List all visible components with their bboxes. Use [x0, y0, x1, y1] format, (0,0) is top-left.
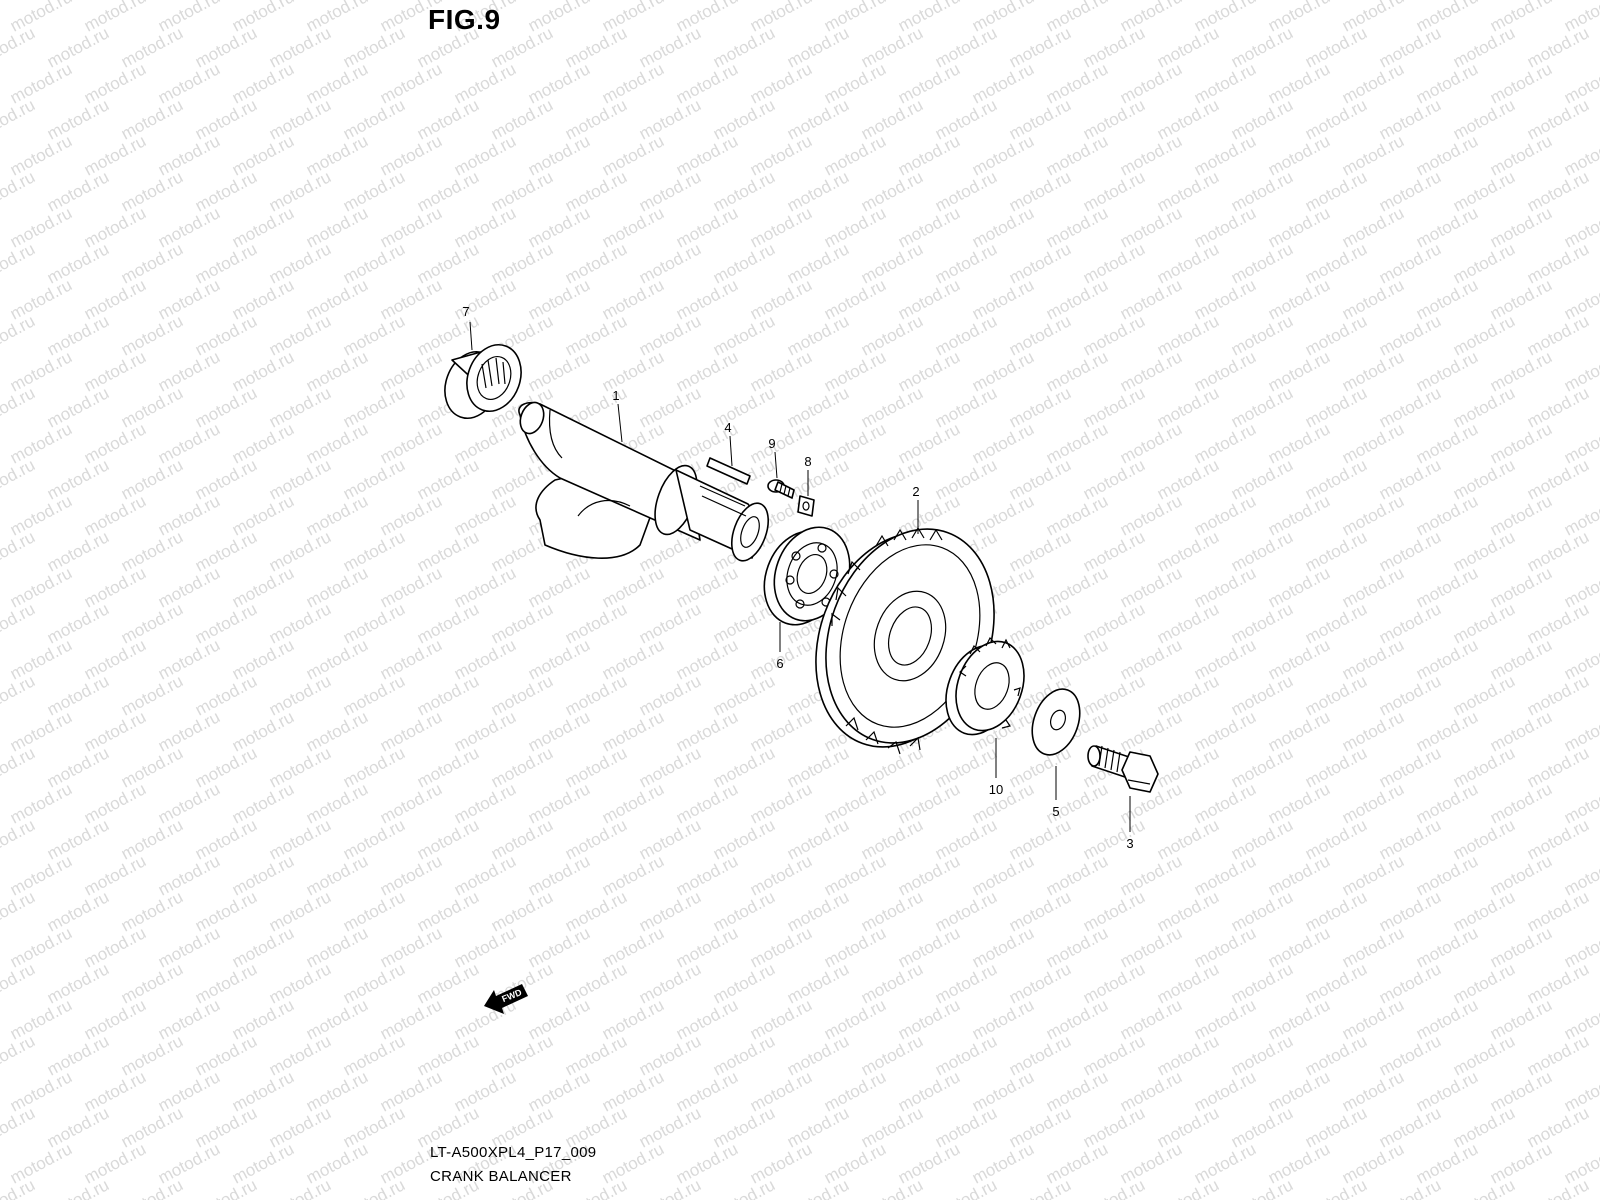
washer-5: [1031, 688, 1081, 756]
callout-label-7: 7: [462, 304, 469, 319]
callout-label-5: 5: [1052, 804, 1059, 819]
callout-8: 8: [804, 454, 812, 496]
washer-tab-8: [797, 495, 815, 517]
callout-label-1: 1: [612, 388, 619, 403]
callout-7: 7: [462, 304, 473, 351]
key-4: [706, 457, 751, 485]
bolt-3: [1087, 745, 1159, 793]
callout-label-8: 8: [804, 454, 811, 469]
callout-label-6: 6: [776, 656, 783, 671]
figure-name: CRANK BALANCER: [430, 1168, 572, 1185]
fwd-arrow-icon: FWD: [484, 984, 528, 1014]
balancer-shaft-1: [518, 401, 770, 562]
figure-title: FIG.9: [428, 4, 501, 35]
callout-1: 1: [612, 388, 623, 443]
callout-5: 5: [1052, 766, 1060, 819]
drive-gear-10: [945, 636, 1025, 736]
callout-6: 6: [776, 622, 784, 671]
callout-label-4: 4: [724, 420, 731, 435]
callout-label-10: 10: [989, 782, 1003, 797]
callout-2: 2: [912, 484, 920, 534]
callout-9: 9: [768, 436, 778, 479]
callout-3: 3: [1126, 796, 1134, 851]
figure-code: LT-A500XPL4_P17_009: [430, 1144, 597, 1161]
callout-label-2: 2: [912, 484, 919, 499]
callout-label-3: 3: [1126, 836, 1133, 851]
callout-10: 10: [989, 738, 1003, 797]
needle-bearing-7: [444, 344, 522, 419]
callout-label-9: 9: [768, 436, 775, 451]
pin-9: [767, 479, 795, 499]
callout-4: 4: [724, 420, 733, 467]
